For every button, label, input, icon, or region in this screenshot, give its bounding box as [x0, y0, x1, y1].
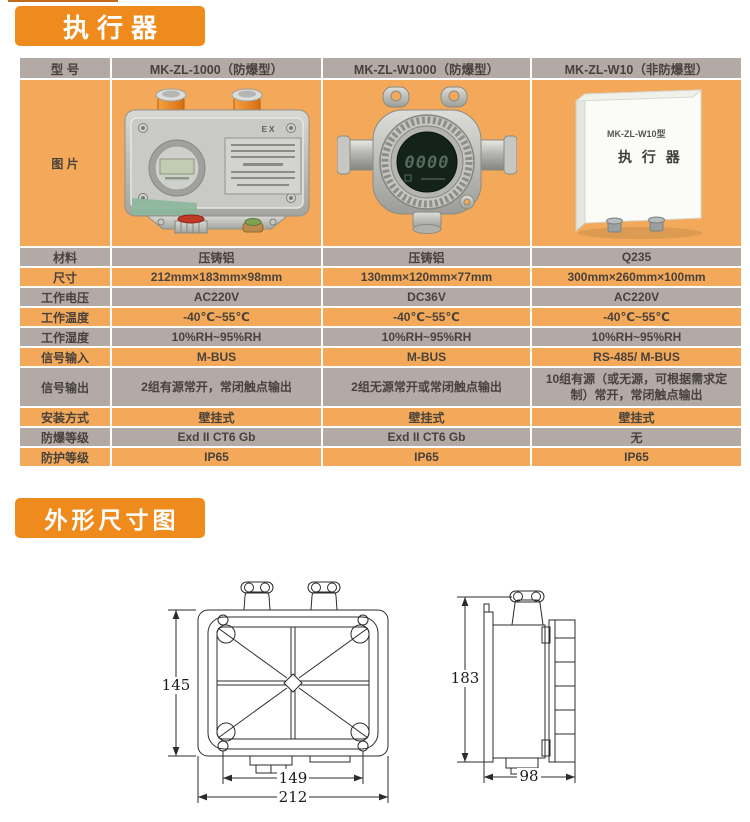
table-row: 安装方式 壁挂式 壁挂式 壁挂式 — [20, 408, 741, 426]
spec-label: 信号输入 — [20, 348, 110, 366]
spec-value: 压铸铝 — [112, 248, 321, 266]
spec-value: 10组有源（或无源，可根据需求定制）常开，常闭触点输出 — [532, 368, 741, 406]
spec-label: 防爆等级 — [20, 428, 110, 446]
spec-value: -40℃~55℃ — [112, 308, 321, 326]
spec-value: IP65 — [112, 448, 321, 466]
model-header-2: MK-ZL-W1000（防爆型） — [323, 58, 530, 78]
box-side-face — [575, 92, 585, 233]
spec-value: 10%RH~95%RH — [532, 328, 741, 346]
spec-value: 壁挂式 — [323, 408, 530, 426]
spec-value: RS-485/ M-BUS — [532, 348, 741, 366]
spec-value: Exd II CT6 Gb — [323, 428, 530, 446]
spec-label: 尺寸 — [20, 268, 110, 286]
spec-value: -40℃~55℃ — [532, 308, 741, 326]
spec-label: 工作温度 — [20, 308, 110, 326]
spec-value: 10%RH~95%RH — [323, 328, 530, 346]
spec-value: IP65 — [532, 448, 741, 466]
spec-value: 壁挂式 — [112, 408, 321, 426]
spec-value: 10%RH~95%RH — [112, 328, 321, 346]
lcd-window-icon — [148, 139, 205, 197]
section-title-dimensions: 外形尺寸图 — [15, 498, 205, 538]
spec-value: 300mm×260mm×100mm — [532, 268, 741, 286]
front-height-dim: 145 — [162, 676, 191, 694]
side-view-drawing: 183 98 — [450, 590, 576, 785]
model-header-1: MK-ZL-1000（防爆型） — [112, 58, 321, 78]
spec-value: AC220V — [112, 288, 321, 306]
spec-table: 型 号 MK-ZL-1000（防爆型） MK-ZL-W1000（防爆型） MK-… — [18, 56, 743, 468]
spec-value: IP65 — [323, 448, 530, 466]
spec-label: 工作电压 — [20, 288, 110, 306]
mounting-ear-icon — [382, 86, 467, 108]
cable-gland-icon — [155, 88, 262, 113]
ex-marking: EX — [261, 125, 276, 134]
spec-value: M-BUS — [323, 348, 530, 366]
spec-value: DC36V — [323, 288, 530, 306]
front-width-dim: 212 — [279, 788, 308, 806]
product-photo-mk-zl-w1000: 0000 — [336, 86, 517, 234]
image-row-label: 图 片 — [20, 80, 110, 246]
lcd-value: 0000 — [404, 153, 449, 173]
box-model-text: MK-ZL-W10型 — [607, 128, 666, 139]
table-row: 工作温度 -40℃~55℃ -40℃~55℃ -40℃~55℃ — [20, 308, 741, 326]
cutoff-element-edge — [8, 0, 118, 2]
spec-value: 无 — [532, 428, 741, 446]
side-height-dim: 183 — [451, 669, 480, 687]
table-row: 工作湿度 10%RH~95%RH 10%RH~95%RH 10%RH~95%RH — [20, 328, 741, 346]
spec-value: 2组有源常开，常闭触点输出 — [112, 368, 321, 406]
spec-label: 工作湿度 — [20, 328, 110, 346]
spec-value: -40℃~55℃ — [323, 308, 530, 326]
spec-value: Exd II CT6 Gb — [112, 428, 321, 446]
section-title-actuator: 执行器 — [15, 6, 205, 46]
box-name-text: 执 行 器 — [618, 149, 683, 165]
spec-value: 212mm×183mm×98mm — [112, 268, 321, 286]
table-row: 防爆等级 Exd II CT6 Gb Exd II CT6 Gb 无 — [20, 428, 741, 446]
table-row: 工作电压 AC220V DC36V AC220V — [20, 288, 741, 306]
table-row: 尺寸 212mm×183mm×98mm 130mm×120mm×77mm 300… — [20, 268, 741, 286]
spec-label: 材料 — [20, 248, 110, 266]
bottom-gland-icon — [174, 214, 263, 234]
spec-label: 防护等级 — [20, 448, 110, 466]
table-header-row: 型 号 MK-ZL-1000（防爆型） MK-ZL-W1000（防爆型） MK-… — [20, 58, 741, 78]
lcd-display-icon: 0000 — [378, 114, 475, 210]
table-row: 材料 压铸铝 压铸铝 Q235 — [20, 248, 741, 266]
model-row-label: 型 号 — [20, 58, 110, 78]
front-view-drawing: 145 149 212 — [161, 581, 389, 806]
spec-value: M-BUS — [112, 348, 321, 366]
photo-cell-1: EX — [112, 80, 321, 246]
spec-value: 130mm×120mm×77mm — [323, 268, 530, 286]
table-row: 防护等级 IP65 IP65 IP65 — [20, 448, 741, 466]
side-depth-dim: 98 — [519, 767, 538, 785]
nameplate-icon — [224, 137, 301, 195]
photo-cell-3: MK-ZL-W10型 执 行 器 — [532, 80, 741, 246]
bottom-gland-icon — [605, 216, 665, 233]
front-hole-span-dim: 149 — [279, 769, 308, 787]
spec-value: Q235 — [532, 248, 741, 266]
product-photo-mk-zl-1000: EX — [124, 88, 309, 234]
model-header-3: MK-ZL-W10（非防爆型） — [532, 58, 741, 78]
spec-value: 压铸铝 — [323, 248, 530, 266]
spec-label: 信号输出 — [20, 368, 110, 406]
spec-value: 壁挂式 — [532, 408, 741, 426]
spec-label: 安装方式 — [20, 408, 110, 426]
bottom-boss-icon — [412, 211, 441, 234]
spec-value: AC220V — [532, 288, 741, 306]
product-photo-mk-zl-w10: MK-ZL-W10型 执 行 器 — [573, 89, 702, 239]
image-row: 图 片 — [20, 80, 741, 246]
table-row: 信号输出 2组有源常开，常闭触点输出 2组无源常开或常闭触点输出 10组有源（或… — [20, 368, 741, 406]
table-row: 信号输入 M-BUS M-BUS RS-485/ M-BUS — [20, 348, 741, 366]
spec-value: 2组无源常开或常闭触点输出 — [323, 368, 530, 406]
photo-cell-2: 0000 — [323, 80, 530, 246]
